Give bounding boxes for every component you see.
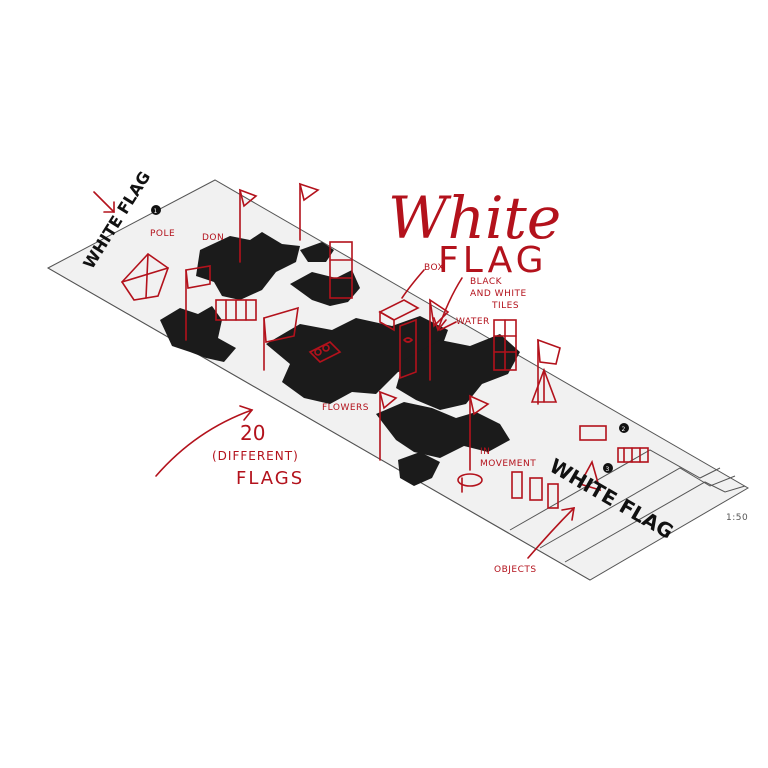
tile-cluster-6: [376, 402, 510, 458]
note-objects: OBJECTS: [494, 565, 537, 575]
note-tiles-1: BLACK: [470, 277, 503, 287]
note-pole-top: POLE: [150, 229, 175, 239]
note-water: WATER: [456, 317, 490, 327]
flowers-object: [308, 341, 342, 363]
flag-6: [537, 338, 561, 405]
scale-note: 1:50: [726, 513, 748, 523]
tile-cluster-3: [290, 270, 360, 306]
note-in-movement-1: IN: [480, 447, 490, 457]
flags-arrow: [155, 405, 254, 477]
note-flags-number: 20: [240, 421, 265, 445]
floor-edge-front: [47, 267, 591, 581]
flag-3: [263, 306, 299, 371]
tile-cluster-7: [398, 452, 440, 486]
note-tiles-3: TILES: [491, 301, 519, 311]
marker-2: 2: [619, 423, 629, 433]
flag-8: [378, 390, 398, 461]
note-box: BOX: [424, 263, 444, 273]
frame-structure-1: [329, 241, 353, 299]
floor-step-line-3: [564, 481, 746, 563]
entry-arrow: [93, 191, 115, 213]
tiles-arrow: [433, 277, 463, 332]
marker-3-label: 3: [606, 466, 610, 473]
floor-step-line-1: [509, 449, 721, 531]
grid-structure: [493, 319, 517, 371]
exit-objects-group: [511, 425, 649, 509]
water-frame: [399, 318, 417, 380]
flag-7: [468, 394, 490, 471]
annotation-arrows: [93, 191, 575, 559]
note-pole-top-2: DON: [202, 233, 224, 243]
flag-4: [185, 265, 211, 341]
flag-5: [428, 298, 450, 381]
black-tile-field: [160, 232, 520, 486]
flag-2: [298, 182, 320, 241]
marker-1: 1: [151, 205, 161, 215]
marker-3: 3: [603, 463, 613, 473]
floor-step-line-2: [539, 467, 736, 549]
tile-cluster-8: [300, 242, 334, 262]
crate-stack: [215, 299, 257, 321]
circle-movement-object: [457, 473, 483, 493]
box-object: [378, 299, 420, 332]
objects-arrow: [527, 507, 575, 559]
tower-object: [530, 367, 558, 403]
flag-1: [238, 188, 258, 263]
tile-cluster-1: [196, 232, 300, 300]
note-tiles-2: AND WHITE: [470, 289, 527, 299]
title-flag: FLAG: [438, 240, 547, 281]
entrance-pyramid-object: [120, 252, 169, 301]
sketch-objects: [120, 182, 649, 509]
title-white: White: [388, 184, 561, 252]
note-flowers: FLOWERS: [322, 403, 369, 413]
tile-cluster-5: [396, 334, 520, 410]
note-flags-label: FLAGS: [236, 468, 304, 489]
note-flags-different: (DIFFERENT): [212, 449, 299, 463]
marker-1-label: 1: [154, 208, 158, 215]
tile-cluster-4: [266, 316, 448, 404]
water-arrow: [439, 321, 457, 331]
note-in-movement-2: MOVEMENT: [480, 459, 536, 469]
marker-2-label: 2: [622, 426, 626, 433]
box-arrow: [401, 269, 425, 299]
